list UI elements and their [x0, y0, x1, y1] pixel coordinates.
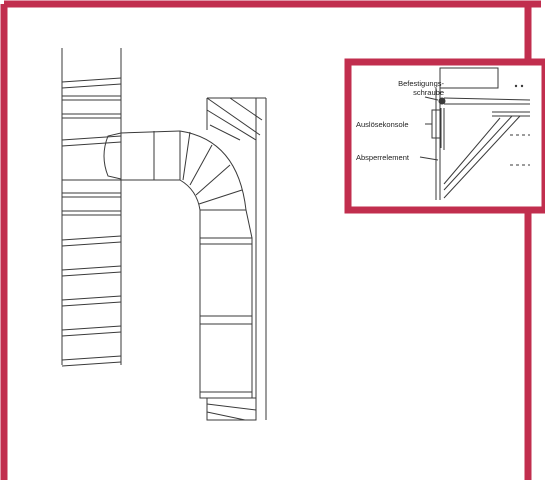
label-befestigungsschraube: Befestigungs- schraube [350, 79, 444, 97]
screw-icon [438, 97, 446, 105]
detail-callout [344, 58, 545, 214]
left-shaft [61, 48, 122, 367]
label-ausloesekonsole: Auslösekonsole [356, 120, 409, 129]
fire-damper-body [199, 237, 253, 399]
right-wall [206, 97, 267, 421]
duct-elbow [103, 130, 253, 239]
label-befestigungsschraube-line1: Befestigungs- [398, 79, 444, 88]
label-absperrelement: Absperrelement [356, 153, 409, 162]
label-befestigungsschraube-line2: schraube [413, 88, 444, 97]
